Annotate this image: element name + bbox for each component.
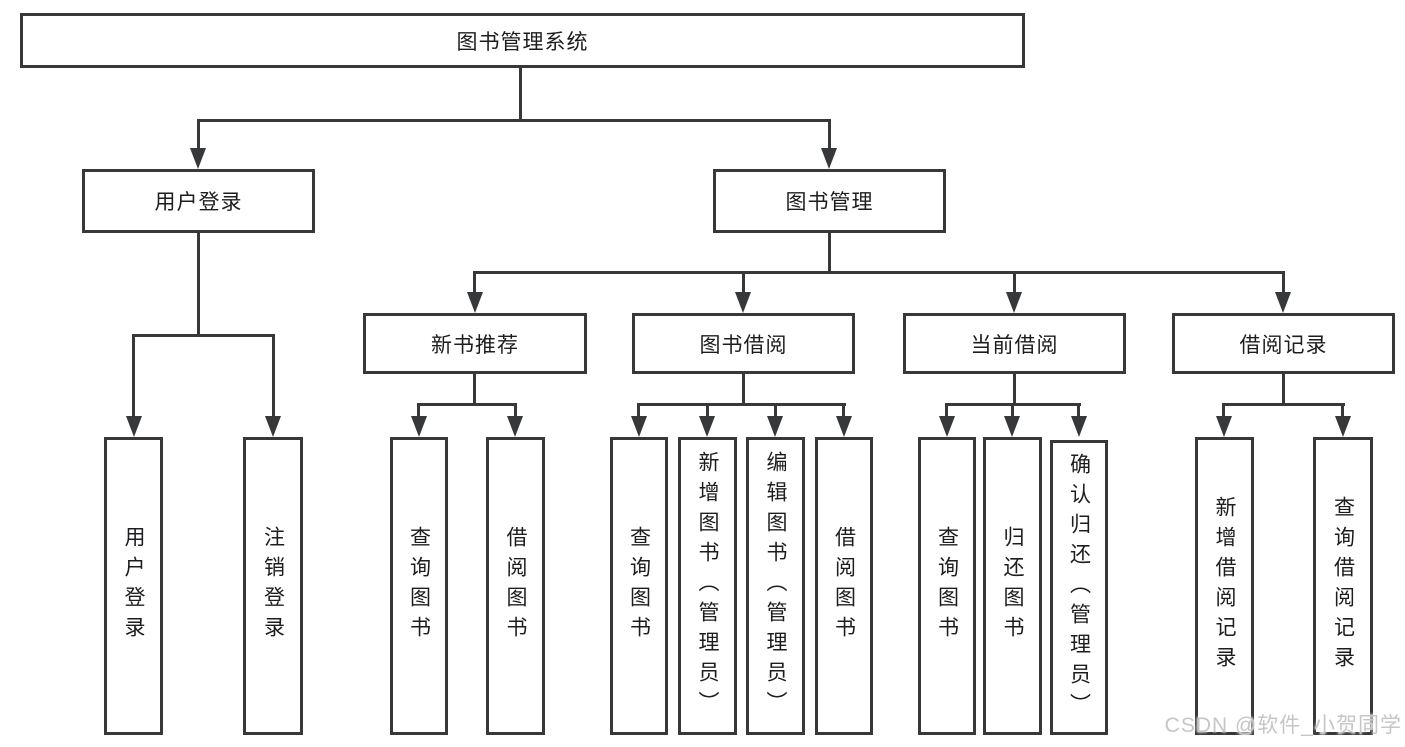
leaf-return-books: 归还图书 [983,437,1042,735]
leaf-query-books-current-label: 查询图书 [935,526,959,646]
leaf-add-borrow-record: 新增借阅记录 [1195,437,1254,735]
connector-line [1013,271,1016,295]
node-user-login-label: 用户登录 [154,191,243,214]
leaf-borrow-books-borrowing: 借阅图书 [815,437,873,735]
connector-line [197,119,200,150]
arrow-down-icon [1275,292,1291,313]
arrow-down-icon [467,292,483,313]
leaf-query-books-current: 查询图书 [918,437,976,735]
node-borrowing-records-label: 借阅记录 [1239,333,1328,357]
connector-stem [828,233,831,274]
connector-line [1222,403,1225,416]
leaf-edit-books-admin-label: 编辑图书（管理员） [764,451,787,721]
arrow-down-icon [821,148,837,169]
leaf-query-borrow-record: 查询借阅记录 [1313,437,1373,735]
leaf-return-books-label: 归还图书 [1001,526,1024,646]
node-book-borrowing: 图书借阅 [632,313,855,374]
connector-line [473,271,476,295]
node-book-management: 图书管理 [713,169,946,233]
leaf-edit-books-admin: 编辑图书（管理员） [746,437,805,735]
connector-line [1077,403,1080,416]
connector-line [774,403,777,416]
connector-line [637,403,846,406]
connector-line [272,334,275,416]
leaf-add-books-admin-label: 新增图书（管理员） [696,451,719,721]
arrow-down-icon [190,148,206,169]
node-new-book-recommend-label: 新书推荐 [431,333,519,357]
arrow-down-icon [507,416,523,437]
leaf-add-books-admin: 新增图书（管理员） [678,437,737,735]
leaf-user-login: 用户登录 [104,437,163,735]
connector-line [1341,403,1344,416]
arrow-down-icon [1335,416,1351,437]
node-user-login: 用户登录 [82,169,315,233]
connector-stem [1282,374,1285,406]
leaf-confirm-return-admin: 确认归还（管理员） [1050,440,1108,735]
node-root-label: 图书管理系统 [456,30,589,54]
arrow-down-icon [836,416,852,437]
connector-line [1222,403,1345,406]
arrow-down-icon [1006,292,1022,313]
connector-line [842,403,845,416]
connector-line [132,334,275,337]
node-book-management-label: 图书管理 [785,191,874,214]
leaf-add-borrow-record-label: 新增借阅记录 [1213,496,1236,676]
connector-line [417,403,420,416]
connector-stem [197,233,200,335]
connector-line [474,271,1285,274]
arrow-down-icon [1004,416,1020,437]
connector-stem [742,374,745,406]
node-new-book-recommend: 新书推荐 [363,313,587,374]
leaf-logout-login-label: 注销登录 [261,526,285,646]
leaf-query-books-borrowing: 查询图书 [610,437,668,735]
leaf-query-books-recommend: 查询图书 [390,437,448,735]
leaf-query-borrow-record-label: 查询借阅记录 [1331,496,1355,676]
leaf-confirm-return-admin-label: 确认归还（管理员） [1067,452,1091,723]
arrow-down-icon [126,416,142,437]
leaf-query-books-borrowing-label: 查询图书 [627,526,651,646]
connector-line [1282,271,1285,295]
node-book-borrowing-label: 图书借阅 [699,333,788,357]
node-root: 图书管理系统 [20,13,1025,68]
connector-line [132,334,135,416]
leaf-borrow-books-borrowing-label: 借阅图书 [832,526,856,646]
connector-line [197,119,831,122]
connector-line [706,403,709,416]
node-current-borrowing: 当前借阅 [903,313,1126,374]
connector-line [1011,403,1014,416]
connector-line [828,119,831,150]
node-current-borrowing-label: 当前借阅 [970,333,1059,357]
connector-stem [1013,374,1016,406]
connector-line [637,403,640,416]
arrow-down-icon [1071,416,1087,437]
leaf-query-books-recommend-label: 查询图书 [407,526,431,646]
connector-line [417,403,517,406]
node-borrowing-records: 借阅记录 [1172,313,1395,374]
arrow-down-icon [1216,416,1232,437]
arrow-down-icon [411,416,427,437]
arrow-down-icon [767,416,783,437]
arrow-down-icon [699,416,715,437]
arrow-down-icon [265,416,281,437]
leaf-borrow-books-recommend: 借阅图书 [486,437,545,735]
leaf-borrow-books-recommend-label: 借阅图书 [504,526,527,646]
arrow-down-icon [939,416,955,437]
connector-line [945,403,948,416]
watermark-text: CSDN @软件_小贺同学 [1164,714,1402,737]
arrow-down-icon [631,416,647,437]
connector-line [742,271,745,295]
leaf-logout-login: 注销登录 [243,437,303,735]
leaf-user-login-label: 用户登录 [122,526,145,646]
arrow-down-icon [735,292,751,313]
connector-line [514,403,517,416]
connector-stem [473,374,476,406]
connector-stem [519,68,522,120]
